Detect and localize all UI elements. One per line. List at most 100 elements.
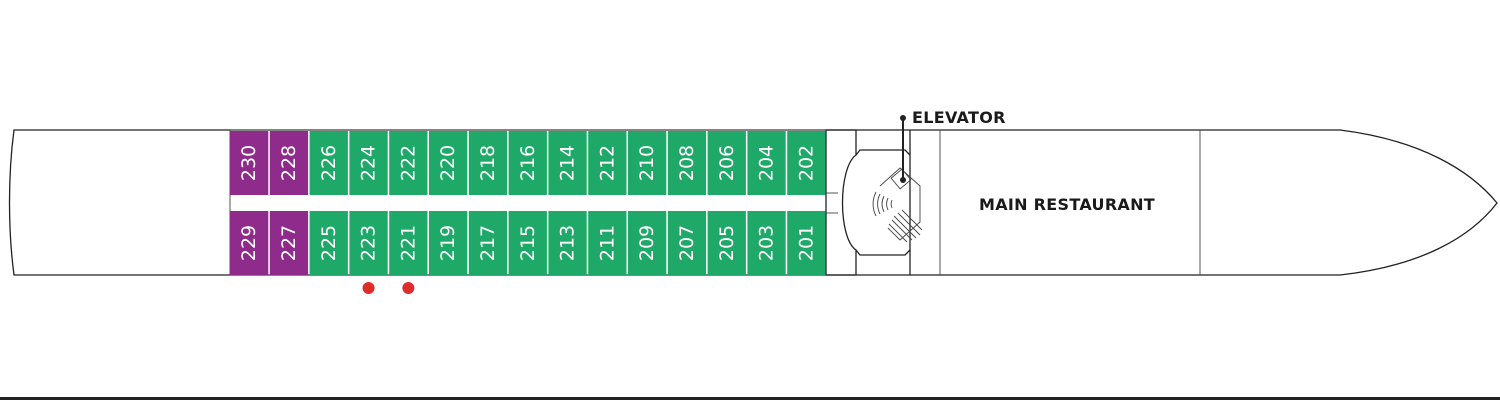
cabin-block[interactable]	[269, 211, 309, 275]
cabin-block[interactable]	[230, 211, 269, 275]
cabin-number: 228	[278, 145, 300, 181]
cabin-203[interactable]: 203	[747, 211, 786, 275]
cabin-218[interactable]: 218	[468, 131, 508, 195]
cabin-number: 213	[557, 225, 579, 261]
cabin-number: 220	[437, 145, 459, 181]
cabin-number: 207	[676, 225, 698, 261]
elevator-box	[890, 168, 912, 190]
cabin-209[interactable]: 209	[628, 211, 667, 275]
staircase-icon	[872, 167, 923, 243]
cabin-block[interactable]	[747, 211, 786, 275]
cabin-number: 227	[278, 225, 300, 261]
cabin-block[interactable]	[468, 211, 508, 275]
cabin-number: 203	[756, 225, 778, 261]
cabin-222[interactable]: 222	[389, 131, 428, 195]
cabin-number: 218	[477, 145, 499, 181]
cabin-number: 212	[596, 145, 618, 181]
cabin-block[interactable]	[349, 131, 388, 195]
cabin-number: 210	[636, 145, 658, 181]
cabin-block[interactable]	[309, 131, 348, 195]
cabin-markers	[362, 282, 415, 294]
cabin-number: 225	[318, 225, 340, 261]
cabin-229[interactable]: 229	[230, 211, 269, 275]
cabin-204[interactable]: 204	[747, 131, 786, 195]
cabin-219[interactable]: 219	[429, 211, 468, 275]
main-restaurant-label: MAIN RESTAURANT	[979, 195, 1155, 214]
cabin-number: 209	[636, 225, 658, 261]
cabin-block[interactable]	[429, 131, 468, 195]
cabin-number: 224	[358, 145, 380, 181]
cabin-block[interactable]	[429, 211, 468, 275]
cabin-226[interactable]: 226	[309, 131, 348, 195]
cabin-228[interactable]: 228	[269, 131, 309, 195]
cabin-number: 229	[238, 225, 260, 261]
cabin-number: 226	[318, 145, 340, 181]
cabin-230[interactable]: 230	[230, 131, 269, 195]
cabin-number: 206	[716, 145, 738, 181]
cabin-block[interactable]	[548, 211, 587, 275]
cabin-207[interactable]: 207	[667, 211, 707, 275]
cabin-206[interactable]: 206	[707, 131, 746, 195]
marker-dot-221	[402, 282, 415, 294]
cabin-223[interactable]: 223	[349, 211, 388, 275]
cabin-number: 219	[437, 225, 459, 261]
cabin-217[interactable]: 217	[468, 211, 508, 275]
cabin-number: 204	[756, 145, 778, 181]
cabin-212[interactable]: 212	[588, 131, 627, 195]
cabin-215[interactable]: 215	[508, 211, 547, 275]
cabin-210[interactable]: 210	[628, 131, 667, 195]
cabin-number: 221	[397, 225, 419, 261]
cabin-205[interactable]: 205	[707, 211, 746, 275]
cabin-block[interactable]	[747, 131, 786, 195]
cabin-block[interactable]	[588, 211, 627, 275]
cabin-220[interactable]: 220	[429, 131, 468, 195]
cabin-block[interactable]	[389, 131, 428, 195]
cabin-block[interactable]	[548, 131, 587, 195]
cabin-block[interactable]	[349, 211, 388, 275]
cabin-number: 201	[795, 225, 817, 261]
cabin-number: 205	[716, 225, 738, 261]
cabin-number: 216	[517, 145, 539, 181]
cabin-213[interactable]: 213	[548, 211, 587, 275]
cabin-224[interactable]: 224	[349, 131, 388, 195]
cabin-block[interactable]	[707, 211, 746, 275]
cabin-208[interactable]: 208	[667, 131, 707, 195]
cabin-225[interactable]: 225	[309, 211, 348, 275]
cabin-block[interactable]	[468, 131, 508, 195]
stair-hall	[825, 129, 941, 276]
cabin-block[interactable]	[667, 131, 707, 195]
cabin-block[interactable]	[787, 211, 826, 275]
cabin-block[interactable]	[787, 131, 826, 195]
cabin-block[interactable]	[508, 211, 547, 275]
cabin-block[interactable]	[508, 131, 547, 195]
cabin-block[interactable]	[667, 211, 707, 275]
cabin-block[interactable]	[309, 211, 348, 275]
cabin-221[interactable]: 221	[389, 211, 428, 275]
cabin-number: 217	[477, 225, 499, 261]
cabin-216[interactable]: 216	[508, 131, 547, 195]
cabin-number: 230	[238, 145, 260, 181]
cabin-block[interactable]	[230, 131, 269, 195]
cabin-block[interactable]	[269, 131, 309, 195]
cabin-201[interactable]: 201	[787, 211, 826, 275]
marker-dot-223	[362, 282, 375, 294]
cabin-block[interactable]	[588, 131, 627, 195]
page-divider	[0, 397, 1500, 400]
cabin-number: 208	[676, 145, 698, 181]
cabin-211[interactable]: 211	[588, 211, 627, 275]
cabin-227[interactable]: 227	[269, 211, 309, 275]
cabin-202[interactable]: 202	[787, 131, 826, 195]
cabin-block[interactable]	[707, 131, 746, 195]
cabin-block[interactable]	[628, 131, 667, 195]
elevator-label: ELEVATOR	[912, 108, 1006, 127]
ship-hull	[8, 129, 1498, 276]
cabin-number: 223	[358, 225, 380, 261]
cabin-214[interactable]: 214	[548, 131, 587, 195]
cabin-number: 215	[517, 225, 539, 261]
cabin-row-top: 230 228 226 224 222 220 218 216 214 212 210 208 206 2…	[230, 131, 826, 195]
cabin-block[interactable]	[628, 211, 667, 275]
cabin-number: 214	[557, 145, 579, 181]
cabin-block[interactable]	[389, 211, 428, 275]
cabin-number: 202	[795, 145, 817, 181]
